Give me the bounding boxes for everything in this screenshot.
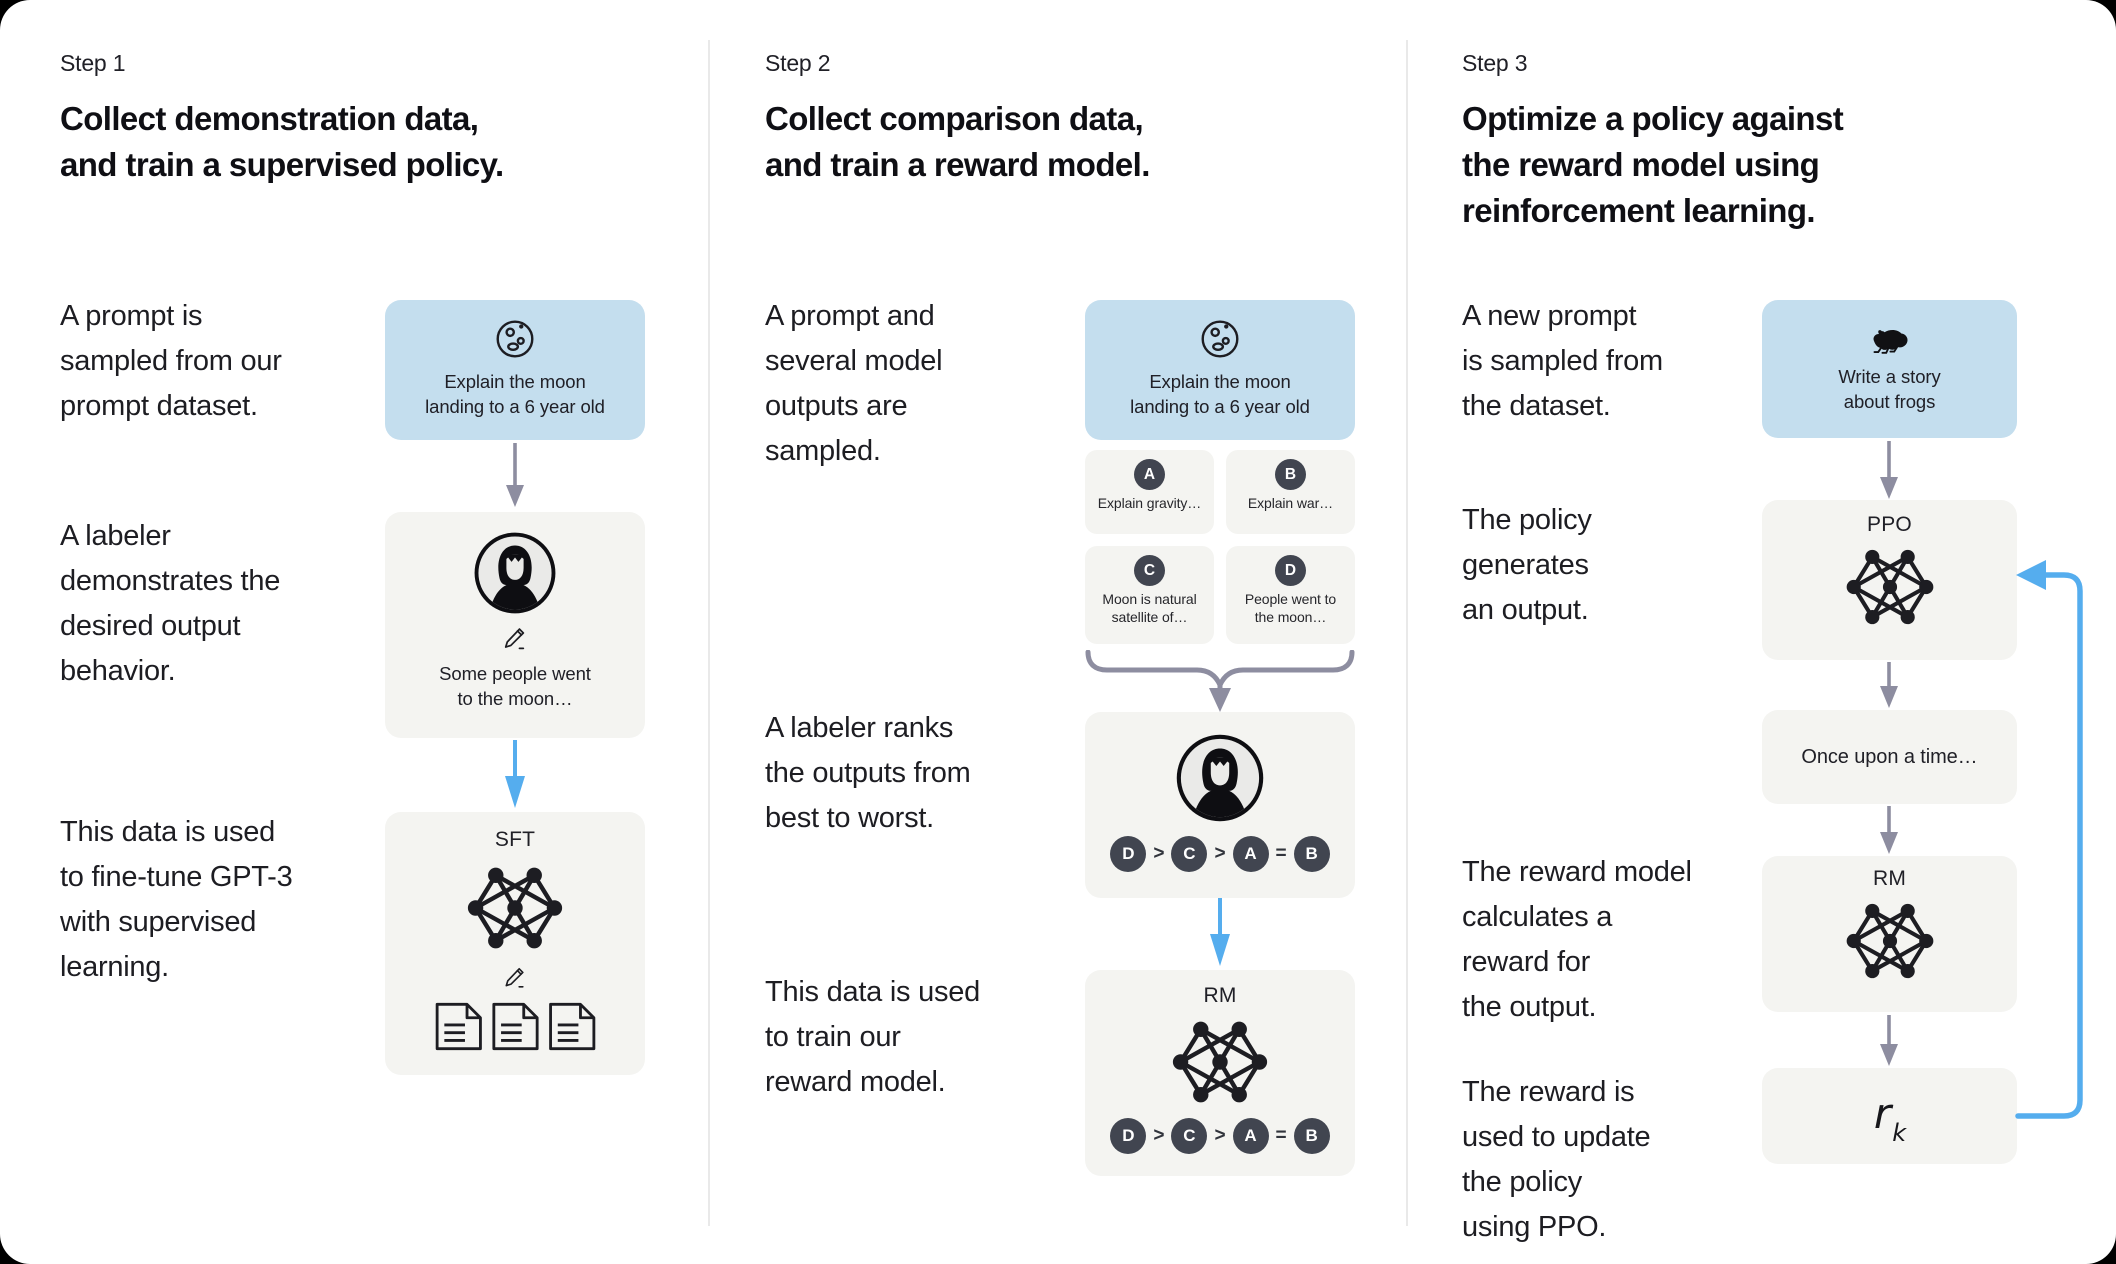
step-1-prompt-box: Explain the moon landing to a 6 year old <box>385 300 645 440</box>
step-3-paragraph-policy: The policy generates an output. <box>1462 504 1592 626</box>
arrow-down-gray-icon <box>1880 806 1898 854</box>
step-3-reward-box: rk <box>1762 1068 2017 1164</box>
pencil-icon <box>499 624 531 656</box>
rank-badge: B <box>1293 836 1330 872</box>
moon-icon <box>1196 315 1244 363</box>
step-1-sft-model-box: SFT <box>385 812 645 1075</box>
step-3-paragraph-newprompt: A new prompt is sampled from the dataset… <box>1462 300 1663 422</box>
policy-output-text: Once upon a time… <box>1801 745 1978 768</box>
neural-network-icon <box>1159 1012 1281 1112</box>
output-text-d: People went to the moon… <box>1244 591 1337 625</box>
step-3-title: Optimize a policy against the reward mod… <box>1462 100 1844 229</box>
rank-badge: B <box>1293 1118 1330 1154</box>
output-badge-c: C <box>1134 555 1165 586</box>
step-1-paragraph-labeler: A labeler demonstrates the desired outpu… <box>60 520 281 687</box>
ppo-label: PPO <box>1867 513 1912 536</box>
rank-separator: > <box>1153 1125 1165 1146</box>
arrow-down-blue-icon <box>1210 898 1230 966</box>
rank-badge: C <box>1171 836 1208 872</box>
ranking-row: D > C > A = B <box>1110 1118 1330 1154</box>
rank-badge: C <box>1171 1118 1208 1154</box>
feedback-loop-arrow-icon <box>2015 560 2083 1119</box>
output-text-b: Explain war… <box>1247 495 1334 511</box>
step-2-paragraph-sampled: A prompt and several model outputs are s… <box>765 300 943 467</box>
arrow-down-gray-icon <box>1880 441 1898 499</box>
step-3-paragraph-update: The reward is used to update the policy … <box>1462 1076 1651 1243</box>
column-divider-2 <box>1406 40 1408 1226</box>
step-3-rm-model-box: RM <box>1762 856 2017 1012</box>
documents-icon <box>433 998 598 1055</box>
output-cell-a: A Explain gravity… <box>1085 450 1214 534</box>
pencil-icon <box>500 964 530 994</box>
step-2-prompt-text: Explain the moon landing to a 6 year old <box>1130 371 1310 417</box>
rank-separator: > <box>1153 843 1165 864</box>
output-cell-b: B Explain war… <box>1226 450 1355 534</box>
column-divider-1 <box>708 40 710 1226</box>
step-2-title: Collect comparison data, and train a rew… <box>765 100 1150 183</box>
arrow-down-gray-icon <box>506 443 524 507</box>
rank-badge: D <box>1110 1118 1147 1154</box>
frog-icon <box>1867 318 1913 360</box>
step-2-ranking-box: D > C > A = B <box>1085 712 1355 898</box>
rank-badge: A <box>1232 836 1269 872</box>
output-badge-a: A <box>1134 459 1165 490</box>
step-2-rm-model-box: RM D > C > A = B <box>1085 970 1355 1176</box>
output-badge-b: B <box>1275 459 1306 490</box>
ranking-row: D > C > A = B <box>1110 836 1330 872</box>
step-2-prompt-box: Explain the moon landing to a 6 year old <box>1085 300 1355 440</box>
arrow-down-gray-icon <box>1880 662 1898 708</box>
output-text-c: Moon is natural satellite of… <box>1102 591 1197 625</box>
step-1-label: Step 1 <box>60 50 126 76</box>
rank-separator: = <box>1275 1125 1287 1146</box>
rank-separator: > <box>1214 1125 1226 1146</box>
step-3-prompt-box: Write a story about frogs <box>1762 300 2017 438</box>
moon-icon <box>491 315 539 363</box>
step-1-labeler-box: Some people went to the moon… <box>385 512 645 738</box>
step-2-label: Step 2 <box>765 50 831 76</box>
rm-label: RM <box>1203 984 1237 1007</box>
step-3-prompt-text: Write a story about frogs <box>1838 366 1941 412</box>
rank-badge: A <box>1232 1118 1269 1154</box>
arrow-down-blue-icon <box>505 740 525 808</box>
step-1-paragraph-prompt: A prompt is sampled from our prompt data… <box>60 300 282 422</box>
step-2-paragraph-ranks: A labeler ranks the outputs from best to… <box>765 712 971 834</box>
rm-label: RM <box>1872 867 1907 890</box>
step-1-prompt-text: Explain the moon landing to a 6 year old <box>425 371 605 417</box>
step-3-ppo-policy-box: PPO <box>1762 500 2017 660</box>
output-cell-c: C Moon is natural satellite of… <box>1085 546 1214 644</box>
step-1-demonstration-text: Some people went to the moon… <box>439 663 591 709</box>
labeler-avatar-icon <box>472 530 558 616</box>
arrow-down-gray-icon <box>1880 1015 1898 1066</box>
neural-network-icon <box>1834 895 1946 987</box>
rank-separator: > <box>1214 843 1226 864</box>
labeler-avatar-icon <box>1174 732 1266 824</box>
step-3-output-box: Once upon a time… <box>1762 710 2017 804</box>
step-1-paragraph-finetune: This data is used to fine-tune GPT-3 wit… <box>60 816 293 983</box>
reward-value: rk <box>1873 1088 1907 1148</box>
sft-label: SFT <box>494 828 536 851</box>
step-3-label: Step 3 <box>1462 50 1528 76</box>
step-2-paragraph-train: This data is used to train our reward mo… <box>765 976 980 1098</box>
neural-network-icon <box>1834 541 1946 633</box>
step-3-paragraph-rewardcalc: The reward model calculates a reward for… <box>1462 856 1692 1023</box>
output-text-a: Explain gravity… <box>1097 495 1202 511</box>
output-badge-d: D <box>1275 555 1306 586</box>
rank-separator: = <box>1275 843 1287 864</box>
rank-badge: D <box>1110 836 1147 872</box>
neural-network-icon <box>454 858 576 958</box>
brace-merge-arrow-icon <box>1085 650 1355 712</box>
step-1-title: Collect demonstration data, and train a … <box>60 100 504 183</box>
output-cell-d: D People went to the moon… <box>1226 546 1355 644</box>
